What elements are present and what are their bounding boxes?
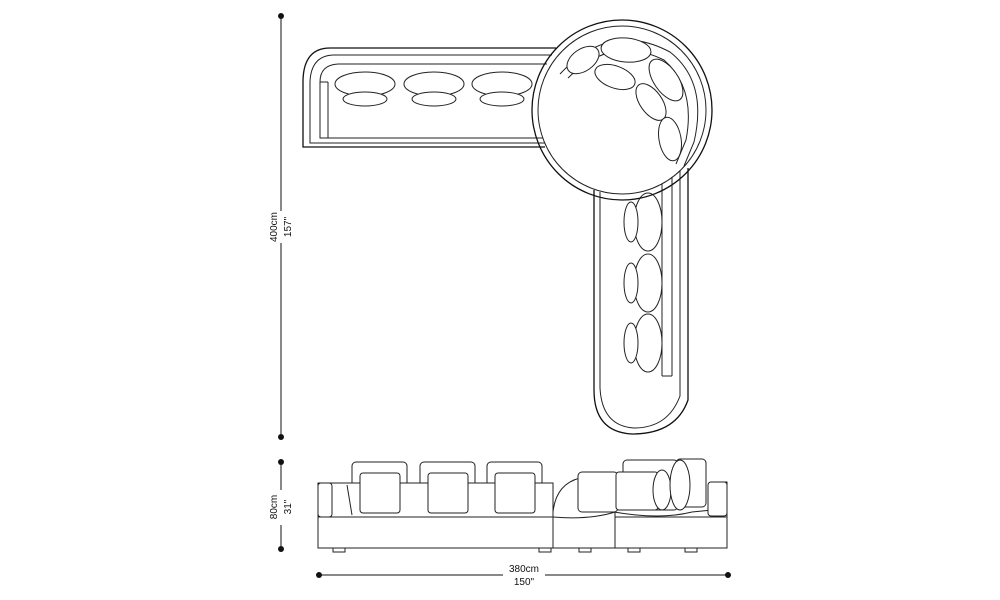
armrest xyxy=(707,481,728,517)
dimension-width-total: 380cm 150" xyxy=(316,564,731,588)
vertical-module-top xyxy=(593,168,689,435)
dimension-height-side: 80cm 31" xyxy=(269,459,294,552)
dimension-label-inch: 31" xyxy=(283,499,294,514)
front-pillow xyxy=(359,472,401,514)
back-cushion xyxy=(566,45,600,75)
dimension-label-cm: 80cm xyxy=(269,495,280,519)
back-cushion xyxy=(594,63,636,91)
sofa-foot xyxy=(578,547,592,553)
dimension-label-cm: 380cm xyxy=(509,564,539,575)
throw-pillow xyxy=(623,262,639,304)
sofa-side-view xyxy=(317,458,728,553)
sofa-foot xyxy=(627,547,641,553)
throw-pillow xyxy=(342,91,388,107)
dimension-endpoint xyxy=(278,434,284,440)
throw-pillow xyxy=(411,91,457,107)
dimension-label-inch: 150" xyxy=(514,577,535,588)
dimension-height-total: 400cm 157" xyxy=(269,13,294,440)
sofa-top-view xyxy=(302,19,713,435)
throw-pillow xyxy=(623,322,639,364)
back-cushion xyxy=(648,58,684,102)
throw-pillow xyxy=(623,201,639,243)
front-pillow xyxy=(427,472,469,514)
back-pillow xyxy=(577,471,619,513)
dimension-label-inch: 157" xyxy=(283,216,294,237)
back-cushion xyxy=(600,37,652,63)
dimension-label-cm: 400cm xyxy=(269,212,280,242)
back-cushion xyxy=(658,116,682,162)
sofa-foot xyxy=(538,547,552,553)
side-pillow xyxy=(652,469,672,511)
dimension-endpoint xyxy=(725,572,731,578)
sofa-foot xyxy=(332,547,346,553)
front-pillow xyxy=(494,472,536,514)
round-corner-module-top xyxy=(531,19,713,201)
dimension-endpoint xyxy=(278,459,284,465)
dimension-endpoint xyxy=(278,13,284,19)
throw-pillow xyxy=(479,91,525,107)
dimension-endpoint xyxy=(278,546,284,552)
dimension-endpoint xyxy=(316,572,322,578)
side-pillow xyxy=(669,459,691,511)
horizontal-module-top xyxy=(302,47,556,148)
sofa-foot xyxy=(684,547,698,553)
front-pillow xyxy=(615,471,659,511)
